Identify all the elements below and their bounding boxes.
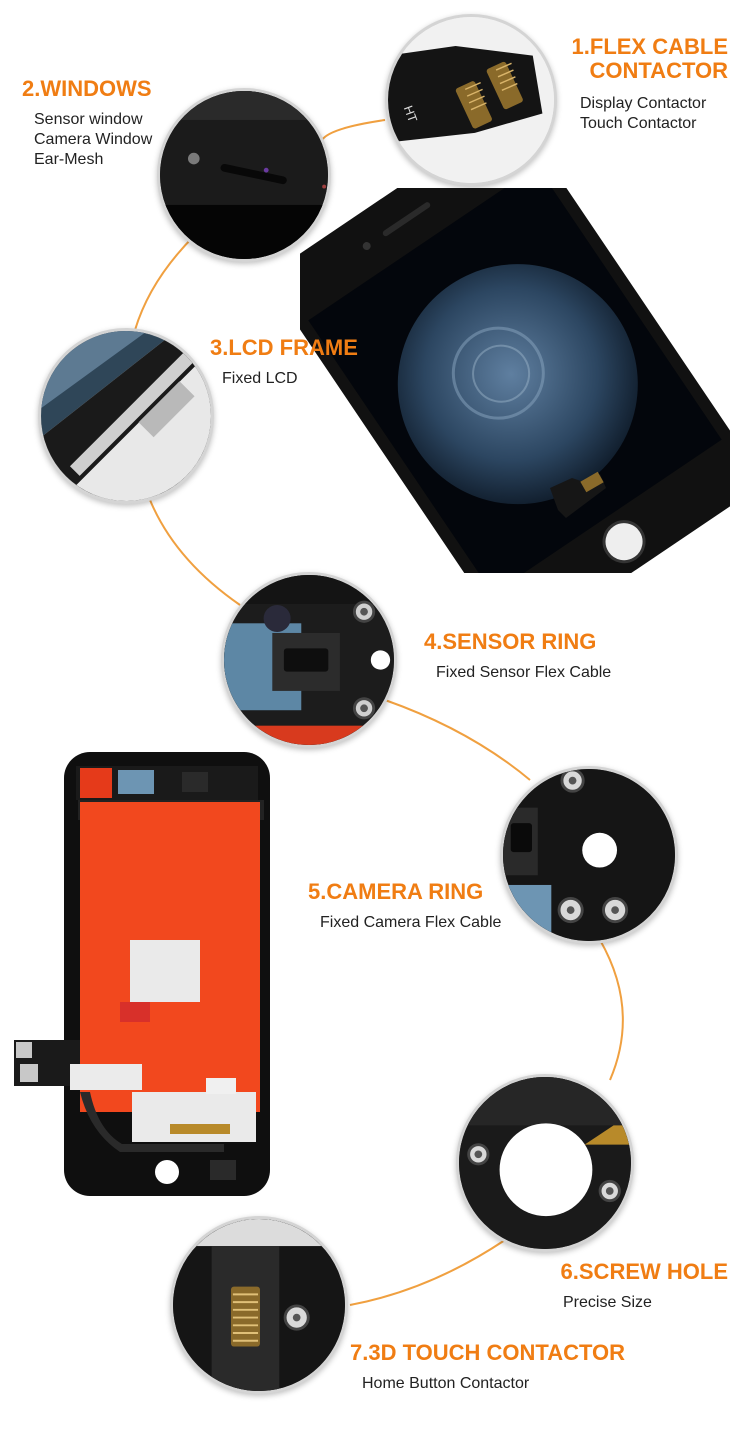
feature-4-title: 4.SENSOR RING <box>424 629 597 654</box>
phone-back-image <box>10 752 272 1196</box>
feature-1-title-line-1: 1.FLEX CABLE <box>571 34 728 59</box>
screw-hole-closeup-image <box>456 1074 634 1252</box>
feature-2-title: 2.WINDOWS <box>22 76 152 101</box>
flex-marking-text: HT <box>401 104 420 125</box>
feature-6-title: 6.SCREW HOLE <box>560 1259 728 1284</box>
lcd-frame-closeup-image <box>38 328 214 504</box>
feature-3-title: 3.LCD FRAME <box>210 335 358 360</box>
sensor-ring-closeup-image <box>221 572 397 748</box>
feature-2-desc-line-2: Camera Window <box>34 131 153 148</box>
feature-2-description: Sensor window Camera Window Ear-Mesh <box>34 110 152 170</box>
feature-4-description: Fixed Sensor Flex Cable <box>436 664 612 681</box>
feature-1-title: 1.FLEX CABLE CONTACTOR <box>572 35 728 83</box>
feature-1-desc-line-2: Touch Contactor <box>580 115 697 132</box>
feature-5-title: 5.CAMERA RING <box>308 879 484 904</box>
feature-1-title-line-2: CONTACTOR <box>589 58 728 83</box>
3d-touch-contactor-closeup-image <box>170 1216 348 1394</box>
feature-3-description: Fixed LCD <box>222 370 298 387</box>
feature-7-description: Home Button Contactor <box>362 1375 530 1392</box>
feature-2-desc-line-3: Ear-Mesh <box>34 151 104 168</box>
feature-1-desc-line-1: Display Contactor <box>580 95 707 112</box>
feature-2-desc-line-1: Sensor window <box>34 111 143 128</box>
flex-cable-closeup-image: HT <box>385 14 557 186</box>
feature-5-description: Fixed Camera Flex Cable <box>320 914 502 931</box>
feature-6-description: Precise Size <box>563 1294 652 1311</box>
phone-front-image <box>280 125 750 635</box>
camera-ring-closeup-image <box>500 766 678 944</box>
feature-1-description: Display Contactor Touch Contactor <box>580 94 706 134</box>
feature-7-title: 7.3D TOUCH CONTACTOR <box>350 1340 626 1365</box>
